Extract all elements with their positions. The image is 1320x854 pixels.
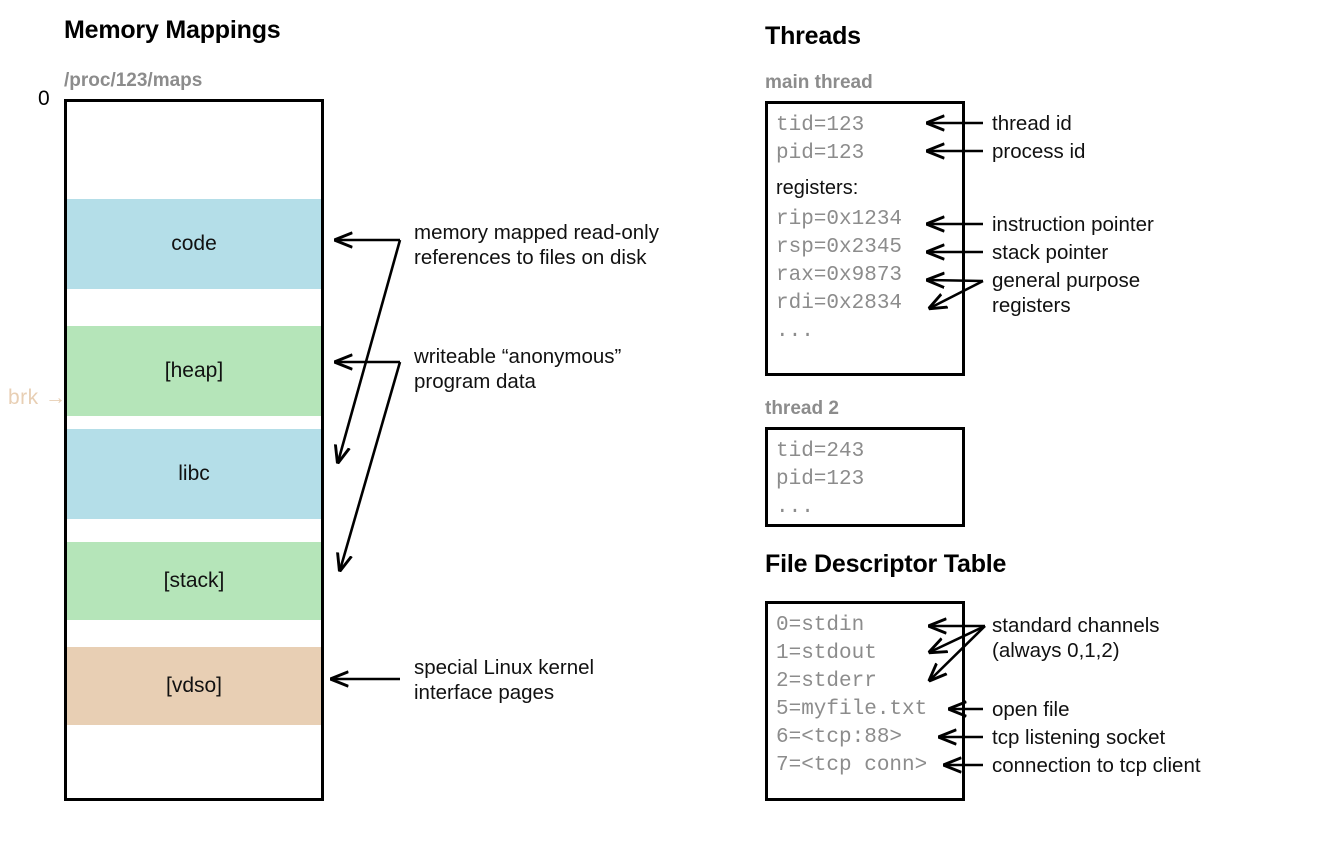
- fd-entry-myfile: 5=myfile.txt: [776, 698, 928, 721]
- mem-region-stack: [stack]: [67, 542, 321, 620]
- thread-2-label: thread 2: [765, 398, 839, 419]
- register-rsp: rsp=0x2345: [776, 236, 903, 259]
- thread-field-pid: pid=123: [776, 142, 865, 165]
- fd-table-box: 0=stdin 1=stdout 2=stderr 5=myfile.txt 6…: [765, 601, 965, 801]
- register-ellipsis: ...: [776, 320, 814, 343]
- thread-field-tid: tid=123: [776, 114, 865, 137]
- mem-region-code: code: [67, 199, 321, 289]
- mem-region-label: [vdso]: [165, 674, 223, 697]
- fd-entry-stdout: 1=stdout: [776, 642, 877, 665]
- annotation-process-id: process id: [992, 140, 1086, 163]
- thread-2-box: tid=243 pid=123 ...: [765, 427, 965, 527]
- annotation-tcp-connection: connection to tcp client: [992, 754, 1201, 777]
- mem-region-heap: [heap]: [67, 326, 321, 416]
- annotation-vdso: special Linux kernel interface pages: [414, 656, 595, 704]
- register-rip: rip=0x1234: [776, 208, 903, 231]
- annotation-instruction-pointer: instruction pointer: [992, 213, 1154, 236]
- fd-entry-stdin: 0=stdin: [776, 614, 865, 637]
- annotation-open-file: open file: [992, 698, 1070, 721]
- mem-region-label: [stack]: [163, 569, 225, 592]
- main-thread-box: tid=123 pid=123 registers: rip=0x1234 rs…: [765, 101, 965, 376]
- annotation-tcp-listening-socket: tcp listening socket: [992, 726, 1166, 749]
- register-rdi: rdi=0x2834: [776, 292, 903, 315]
- memory-map-box: code [heap] libc [stack] [vdso]: [64, 99, 324, 801]
- register-rax: rax=0x9873: [776, 264, 903, 287]
- mem-region-vdso: [vdso]: [67, 647, 321, 725]
- main-thread-label: main thread: [765, 72, 873, 93]
- annotation-standard-channels: standard channels (always 0,1,2): [992, 614, 1160, 662]
- page-title-memory-mappings: Memory Mappings: [64, 16, 281, 44]
- annotation-thread-id: thread id: [992, 112, 1072, 135]
- arrow-file-backed: [336, 240, 402, 462]
- fd-entry-tcp-conn: 7=<tcp conn>: [776, 754, 928, 777]
- fd-entry-tcp-listen: 6=<tcp:88>: [776, 726, 903, 749]
- brk-pointer-label: brk →: [8, 386, 67, 409]
- address-zero-label: 0: [38, 87, 50, 110]
- annotation-file-backed: memory mapped read-only references to fi…: [414, 221, 659, 269]
- annotation-stack-pointer: stack pointer: [992, 241, 1109, 264]
- registers-heading: registers:: [776, 177, 859, 199]
- mem-region-label: libc: [178, 462, 210, 485]
- thread-field-tid: tid=243: [776, 440, 865, 463]
- page-title-threads: Threads: [765, 22, 861, 50]
- page-title-file-descriptor-table: File Descriptor Table: [765, 550, 1007, 578]
- maps-path-label: /proc/123/maps: [64, 70, 203, 91]
- thread-field-ellipsis: ...: [776, 496, 814, 519]
- fd-entry-stderr: 2=stderr: [776, 670, 877, 693]
- mem-region-libc: libc: [67, 429, 321, 519]
- thread-field-pid: pid=123: [776, 468, 865, 491]
- arrow-anonymous: [336, 362, 402, 570]
- mem-region-label: code: [171, 232, 217, 255]
- annotation-anonymous: writeable “anonymous” program data: [414, 345, 622, 393]
- annotation-general-purpose-registers: general purpose registers: [992, 269, 1141, 317]
- mem-region-label: [heap]: [164, 359, 224, 382]
